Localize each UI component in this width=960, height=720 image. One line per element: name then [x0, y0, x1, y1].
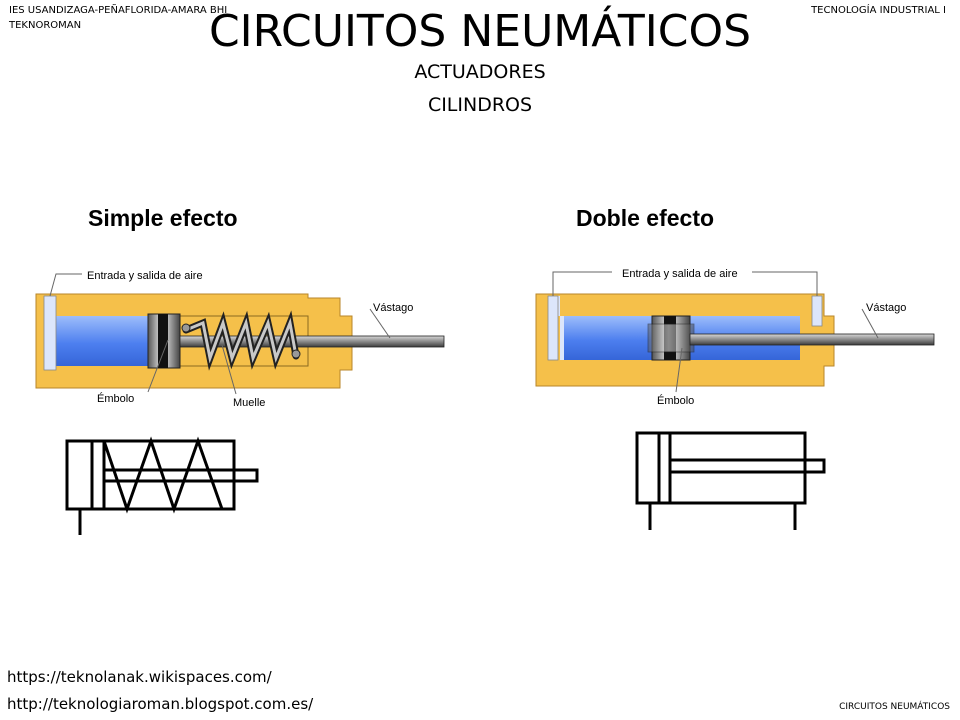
air-chamber	[56, 316, 150, 366]
school-header: IES USANDIZAGA-PEÑAFLORIDA-AMARA BHI TEK…	[9, 3, 227, 33]
footer-text: CIRCUITOS NEUMÁTICOS	[839, 702, 950, 712]
symbol-rod	[670, 458, 826, 474]
label-rod: Vástago	[373, 302, 413, 314]
single-acting-symbol	[65, 436, 259, 535]
air-port-right	[811, 295, 823, 327]
page-title: CIRCUITOS NEUMÁTICOS	[208, 6, 752, 57]
symbol-rod	[104, 468, 259, 483]
rod	[689, 333, 935, 346]
rod	[179, 335, 445, 348]
rod-leader-line	[369, 308, 391, 339]
label-air: Entrada y salida de aire	[622, 268, 738, 280]
air-leader-line-right	[752, 271, 818, 296]
label-piston: Émbolo	[97, 392, 134, 405]
symbol-spring	[102, 436, 224, 514]
subject-header: TECNOLOGÍA INDUSTRIAL I	[811, 5, 946, 16]
spring-leader-line	[221, 344, 237, 395]
single-acting-cylinder: Entrada y salida de aire Vástago Émbolo …	[35, 270, 445, 409]
symbol-cylinder	[635, 431, 807, 505]
rod-leader-line	[861, 308, 879, 339]
piston-seal	[158, 314, 168, 368]
link-teknologiaroman[interactable]: http://teknologiaroman.blogspot.com.es/	[7, 695, 314, 713]
piston-leader-line	[675, 347, 683, 393]
double-acting-cylinder: Entrada y salida de aire Vástago Émbolo	[535, 268, 935, 407]
heading-single-acting: Simple efecto	[88, 205, 238, 231]
subtitle-cylinders: CILINDROS	[427, 94, 533, 116]
piston-flange	[647, 323, 695, 353]
label-rod: Vástago	[866, 302, 906, 314]
school-name: IES USANDIZAGA-PEÑAFLORIDA-AMARA BHI	[9, 5, 228, 16]
spring-end-top	[181, 323, 191, 333]
label-piston: Émbolo	[657, 394, 694, 407]
label-air: Entrada y salida de aire	[87, 270, 203, 282]
school-sub: TEKNOROMAN	[9, 20, 82, 31]
piston-leader-line	[147, 339, 169, 393]
subtitle-actuators: ACTUADORES	[414, 61, 546, 83]
double-acting-symbol	[635, 431, 826, 530]
spring-highlight	[184, 317, 298, 364]
label-spring: Muelle	[233, 397, 265, 409]
air-leader-line	[49, 273, 82, 297]
spring-end-bottom	[291, 349, 301, 359]
air-port	[43, 295, 57, 371]
air-port-left	[547, 295, 559, 361]
air-chamber-left	[564, 316, 652, 360]
heading-double-acting: Doble efecto	[576, 205, 715, 231]
link-teknolanak[interactable]: https://teknolanak.wikispaces.com/	[7, 668, 272, 686]
air-leader-line-left	[552, 271, 612, 296]
